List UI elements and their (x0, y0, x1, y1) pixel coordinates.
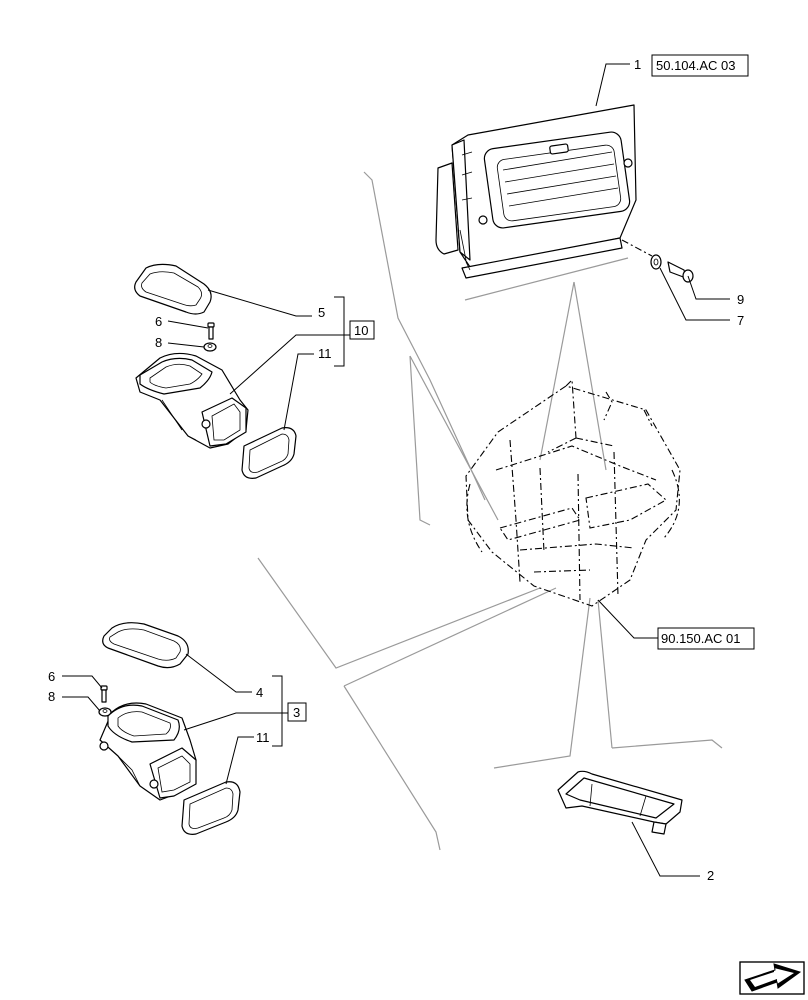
part-10-duct-upper (135, 352, 249, 449)
reference-frame-label: 90.150.AC 01 (661, 631, 741, 646)
callout-1: 1 (634, 57, 641, 72)
callout-4: 4 (256, 685, 263, 700)
callout-11-upper: 11 (318, 346, 332, 361)
callout-7: 7 (737, 313, 744, 328)
reference-box-top[interactable]: 50.104.AC 03 (651, 54, 749, 77)
part-6-screw-upper (207, 322, 215, 340)
part-11-gasket-lower (181, 781, 241, 835)
callout-11-lower: 11 (256, 730, 270, 745)
guide-lines (257, 171, 723, 851)
callout-10-box: 10 (349, 320, 375, 340)
callout-2: 2 (707, 868, 714, 883)
callout-8-lower: 8 (48, 689, 55, 704)
part-3-duct-lower (99, 702, 197, 801)
callout-6-upper: 6 (155, 314, 162, 329)
part-8-washer-lower (98, 707, 112, 717)
next-page-arrow-icon[interactable] (739, 961, 805, 995)
part-7-nut (650, 254, 662, 270)
part-8-washer-upper (203, 342, 217, 352)
part-5-gasket (134, 263, 212, 315)
reference-top-label: 50.104.AC 03 (656, 58, 736, 73)
part-2-floor-duct (557, 770, 683, 835)
part-11-gasket-upper (241, 427, 297, 479)
callout-5: 5 (318, 305, 325, 320)
part-1-filter-housing (435, 104, 653, 279)
part-4-gasket (102, 622, 189, 669)
callout-numbers: 1 9 7 5 6 8 11 4 6 8 11 2 (48, 57, 744, 883)
callout-6-lower: 6 (48, 669, 55, 684)
part-6-screw-lower (100, 685, 108, 703)
reference-box-frame[interactable]: 90.150.AC 01 (657, 627, 755, 650)
callout-3-box: 3 (287, 702, 307, 722)
leader-lines (62, 63, 730, 877)
callout-3: 3 (293, 705, 300, 720)
callout-9: 9 (737, 292, 744, 307)
callout-8-upper: 8 (155, 335, 162, 350)
callout-10: 10 (354, 323, 368, 338)
part-9-bolt (667, 261, 694, 283)
cab-frame (465, 378, 681, 607)
